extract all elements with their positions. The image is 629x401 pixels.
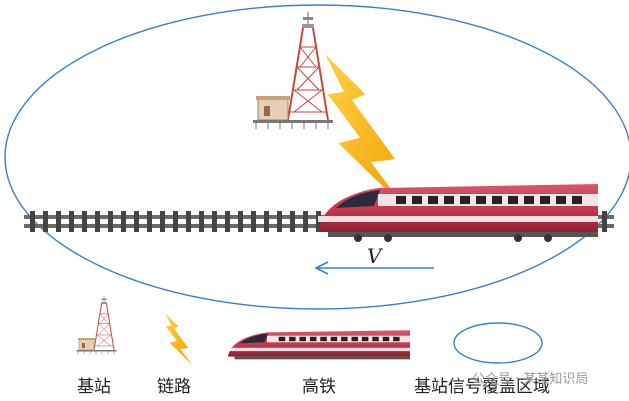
legend-train-label: 高铁: [302, 377, 336, 397]
train-window: [393, 336, 400, 342]
track-sleeper: [251, 211, 256, 232]
legend-coverage-label: 基站信号覆盖区域: [414, 377, 550, 397]
track-sleeper: [30, 211, 35, 232]
train-window: [278, 336, 286, 342]
train-window: [330, 336, 338, 342]
track-sleeper: [225, 211, 230, 232]
train-wheel: [354, 234, 362, 242]
train-window: [341, 336, 348, 342]
train-wheel: [514, 234, 522, 242]
track-sleeper: [238, 211, 243, 232]
train-window: [289, 336, 296, 342]
train-window: [320, 336, 327, 342]
train-window: [372, 336, 379, 342]
train-window: [476, 196, 486, 204]
train-window: [540, 196, 550, 204]
track-sleeper: [134, 211, 139, 232]
legend-base-station-icon: [76, 295, 117, 355]
track-sleeper: [212, 211, 217, 232]
legend-base-station-label: 基站: [77, 377, 111, 397]
track-sleeper: [121, 211, 126, 232]
train-window: [572, 196, 582, 204]
train-window: [299, 336, 306, 342]
track-sleeper: [602, 211, 607, 232]
track-sleeper: [290, 211, 295, 232]
legend-coverage-icon: [453, 322, 543, 364]
base-station-tower: [252, 11, 334, 130]
track-sleeper: [277, 211, 282, 232]
legend-lightning-icon: [165, 313, 192, 365]
track-sleeper: [199, 211, 204, 232]
train-window: [428, 196, 438, 204]
train-window: [492, 196, 502, 204]
track-sleeper: [186, 211, 191, 232]
track-sleeper: [160, 211, 165, 232]
train-wheel: [384, 234, 392, 242]
track-sleeper: [264, 211, 269, 232]
velocity-label: V: [367, 244, 382, 268]
velocity-arrow: [314, 261, 434, 275]
train-window: [556, 196, 566, 204]
train-window: [351, 336, 358, 342]
watermark: 公众号 · 某某知识局: [472, 372, 589, 387]
train-window: [382, 336, 390, 342]
train-wheel: [544, 234, 552, 242]
track-sleeper: [173, 211, 178, 232]
train-window: [412, 196, 422, 204]
track-sleeper: [82, 211, 87, 232]
signal-link-lightning: [325, 54, 406, 210]
track-sleeper: [56, 211, 61, 232]
track-sleeper: [95, 211, 100, 232]
legend-link-label: 链路: [157, 377, 191, 397]
coverage-area-ellipse: [4, 4, 629, 310]
train-window: [508, 196, 518, 204]
train-window: [396, 196, 406, 204]
train-window: [460, 196, 470, 204]
track-sleeper: [147, 211, 152, 232]
track-sleeper: [108, 211, 113, 232]
track-sleeper: [303, 211, 308, 232]
train-window: [361, 336, 369, 342]
high-speed-train: [318, 184, 598, 242]
track-sleeper: [69, 211, 74, 232]
train-window: [444, 196, 454, 204]
track-sleeper: [43, 211, 48, 232]
legend-train-icon: [228, 330, 410, 360]
train-window: [524, 196, 534, 204]
train-window: [309, 336, 317, 342]
